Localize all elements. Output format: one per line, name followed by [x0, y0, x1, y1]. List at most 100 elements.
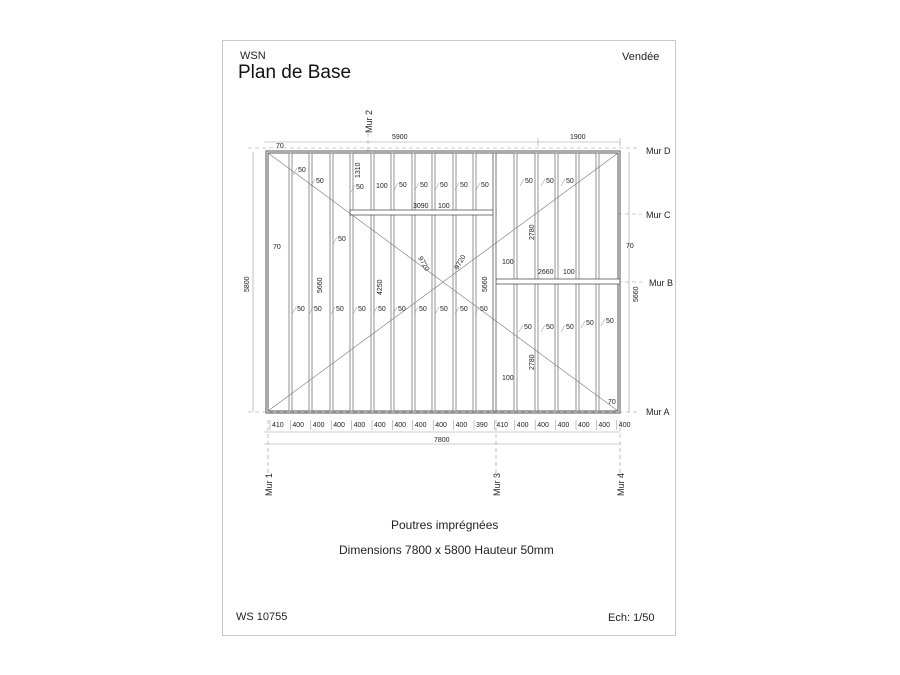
label-header: 100: [502, 259, 514, 266]
joist-width-label: 50: [338, 236, 346, 243]
joist-width-label: 50: [566, 324, 574, 331]
joist-width-label: 50: [440, 306, 448, 313]
wall-label-mur-b: Mur B: [649, 278, 673, 288]
joist-width-label: 50: [378, 306, 386, 313]
spacing-label: 390: [476, 422, 488, 429]
joist-width-label: 50: [460, 306, 468, 313]
label-header: 100: [563, 269, 575, 276]
label-leader: [413, 306, 419, 315]
label-leader: [540, 178, 546, 187]
joist-width-label: 50: [358, 306, 366, 313]
wall-label-mur-2: Mur 2: [364, 110, 374, 133]
spacing-label: 400: [537, 422, 549, 429]
joist-width-label: 50: [546, 178, 554, 185]
label-leader: [332, 236, 338, 245]
spacing-label: 400: [456, 422, 468, 429]
label-offset: 70: [273, 244, 281, 251]
joist-width-label: 50: [440, 182, 448, 189]
drawing-reference: WS 10755: [236, 611, 288, 623]
joist-width-label: 50: [419, 306, 427, 313]
joist-width-label: 50: [298, 167, 306, 174]
wall-label-mur-c: Mur C: [646, 210, 671, 220]
diagonal-braces: [267, 152, 619, 412]
label-4250: 4250: [377, 279, 384, 295]
spacing-label: 400: [333, 422, 345, 429]
joist: [308, 152, 313, 412]
joist-width-label: 50: [586, 320, 594, 327]
label-leader: [392, 306, 398, 315]
joist: [431, 152, 436, 412]
label-leader: [454, 182, 460, 191]
spacing-label: 410: [272, 422, 284, 429]
label-leader: [560, 178, 566, 187]
joist-width-label: 50: [525, 178, 533, 185]
label-leader: [519, 178, 525, 187]
joist: [411, 152, 416, 412]
joist-width-label: 50: [314, 306, 322, 313]
spacing-label: 400: [578, 422, 590, 429]
dim-top-right: 1900: [570, 134, 586, 141]
joist-width-label: 50: [398, 306, 406, 313]
label-header: 100: [376, 183, 388, 190]
joist-width-label: 50: [399, 182, 407, 189]
joist-width-label: 50: [524, 324, 532, 331]
dim-total-height: 5800: [244, 276, 251, 292]
label-leaders: [269, 167, 618, 430]
spacing-label: 400: [619, 422, 631, 429]
joist-width-label: 50: [480, 306, 488, 313]
spacing-label: 400: [374, 422, 386, 429]
label-leader: [393, 182, 399, 191]
spacing-label: 400: [313, 422, 325, 429]
reference-lines: [248, 133, 642, 478]
joist: [370, 152, 375, 412]
joist-width-label: 50: [356, 184, 364, 191]
label-leader: [414, 182, 420, 191]
wall-label-mur-1: Mur 1: [264, 473, 274, 496]
joist-width-label: 50: [546, 324, 554, 331]
spacing-label: 410: [496, 422, 508, 429]
joist: [288, 152, 293, 412]
spacing-label: 400: [415, 422, 427, 429]
spacing-label: 400: [435, 422, 447, 429]
joist-width-label: 50: [566, 178, 574, 185]
joist: [452, 152, 457, 412]
joist-width-label: 50: [297, 306, 305, 313]
page-title: Plan de Base: [238, 62, 352, 83]
label-leader: [475, 182, 481, 191]
joist: [472, 152, 477, 412]
label-2660: 2660: [538, 269, 554, 276]
dim-right-height: 5660: [633, 286, 640, 302]
label-2780: 2780: [529, 354, 536, 370]
spacing-label: 400: [517, 422, 529, 429]
bottom-spacings: 410 400 400 400 400 400 400 400 400 400 390 410 400 4…: [272, 422, 631, 429]
wall-label-mur-3: Mur 3: [492, 473, 502, 496]
joist-width-label: 50: [481, 182, 489, 189]
joist-width-label: 50: [460, 182, 468, 189]
label-offset: 70: [276, 143, 284, 150]
label-leader: [560, 324, 566, 333]
joist-width-label: 50: [420, 182, 428, 189]
crossbeams: [349, 152, 621, 412]
joist-width-labels: 50 50 50 50 50 50 50 50 50 50 50 50 50 50 50 50 50 50 50 50…: [297, 167, 614, 331]
label-leader: [310, 178, 316, 187]
dim-top-left: 5900: [392, 134, 408, 141]
dim-total-width: 7800: [434, 437, 450, 444]
label-leader: [454, 306, 460, 315]
joist-width-label: 50: [336, 306, 344, 313]
label-leader: [292, 167, 298, 176]
joist-width-label: 50: [606, 318, 614, 325]
joist: [329, 152, 334, 412]
label-5660: 5660: [317, 277, 324, 293]
label-leader: [308, 306, 314, 315]
label-leader: [540, 324, 546, 333]
label-leader: [434, 182, 440, 191]
spacing-label: 400: [558, 422, 570, 429]
label-3090: 3090: [413, 203, 429, 210]
spacing-label: 400: [354, 422, 366, 429]
label-header: 100: [502, 375, 514, 382]
material-note: Poutres imprégnées: [391, 518, 499, 532]
drawing-sheet: [222, 40, 676, 636]
label-leader: [518, 324, 524, 333]
spacing-label: 400: [598, 422, 610, 429]
